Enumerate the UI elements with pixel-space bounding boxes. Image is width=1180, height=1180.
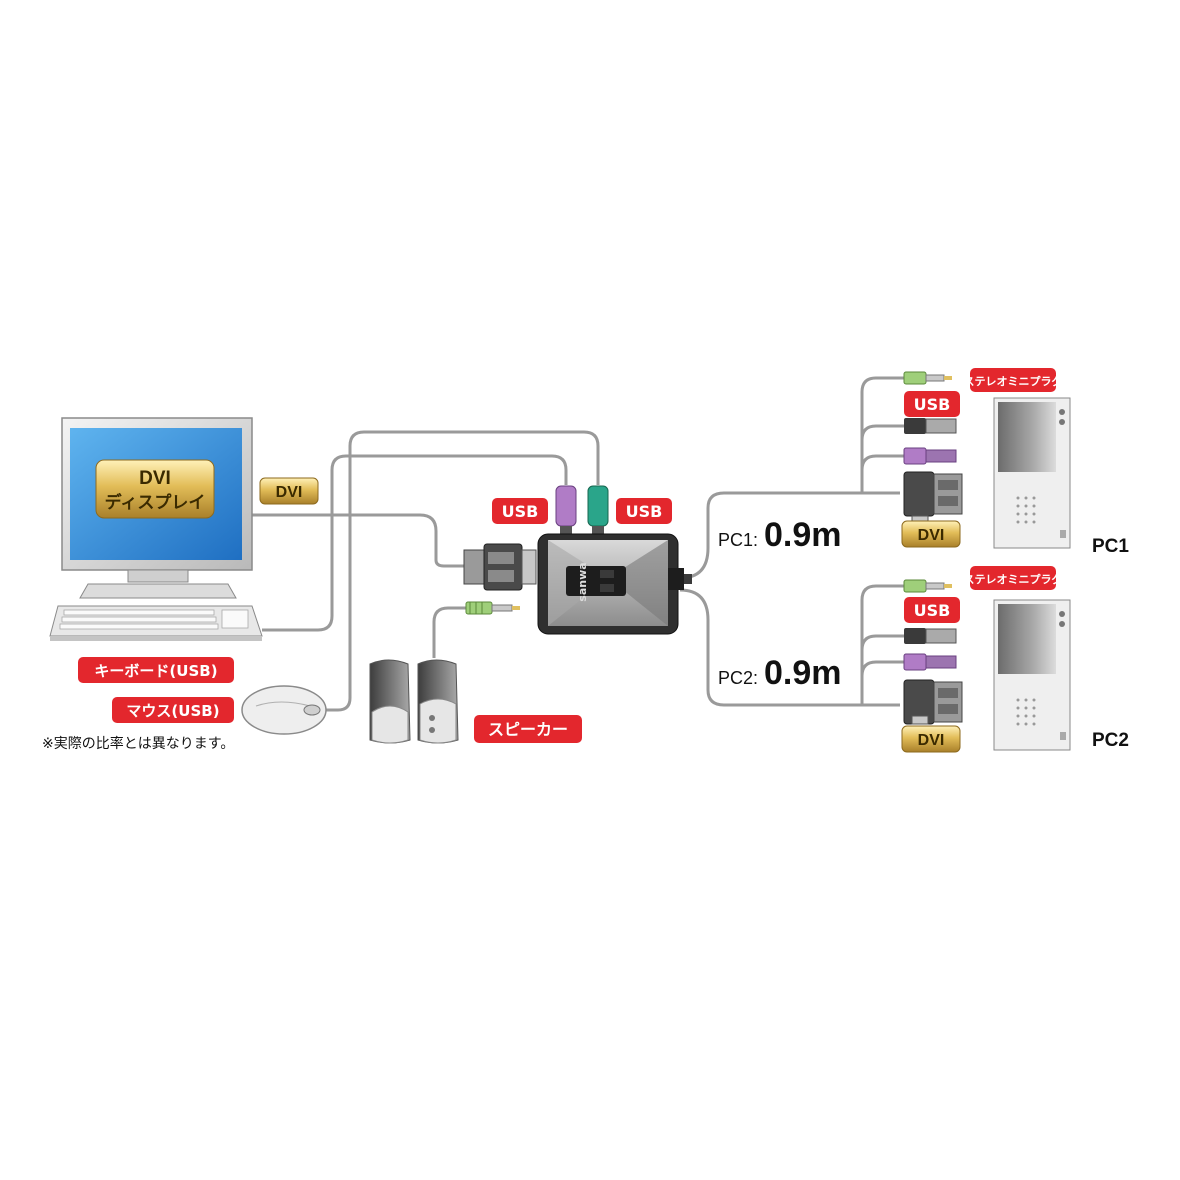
dvi-monitor-label-text: DVI (276, 484, 303, 501)
pc2-connectors (903, 579, 963, 725)
keyboard-label: キーボード(USB) (78, 657, 234, 683)
speakers-icon (369, 659, 459, 744)
pc2-dvi-label-text: DVI (918, 732, 945, 749)
pc2-usb-label-text: USB (914, 601, 951, 620)
pc2-name: PC2 (1092, 730, 1129, 751)
pc2-cable-length: PC2: 0.9m (718, 654, 842, 692)
pc1-dvi-label: DVI (901, 520, 961, 548)
pc2-cable-length-value: 0.9m (764, 654, 842, 692)
pc2-dvi-label: DVI (901, 725, 961, 753)
cables (252, 376, 906, 712)
pc1-stereo-label: ステレオミニプラグ (964, 368, 1063, 392)
pc1-cable-prefix: PC1: (718, 530, 758, 550)
pc1-cable-length-value: 0.9m (764, 516, 842, 554)
usb-left-label-text: USB (502, 502, 539, 521)
pc1-connectors (903, 371, 963, 525)
pc1-name: PC1 (1092, 536, 1129, 557)
keyboard-label-text: キーボード(USB) (94, 662, 217, 680)
speaker-label: スピーカー (474, 715, 582, 743)
pc1-ps2-plug-icon (903, 447, 957, 465)
monitor-label-display: ディスプレイ (105, 492, 206, 512)
usb-left-label: USB (492, 498, 548, 524)
pc1-usb-plug-icon (904, 418, 957, 434)
pc2-dvi-plug-icon (903, 679, 963, 725)
mouse-label: マウス(USB) (112, 697, 234, 723)
pc1-stereo-label-text: ステレオミニプラグ (964, 374, 1063, 388)
usb-plug-purple-icon (555, 485, 577, 538)
pc1-dvi-plug-icon (903, 471, 963, 525)
pc1-cable-length: PC1: 0.9m (718, 516, 842, 554)
dvi-monitor: DVI ディスプレイ (61, 417, 253, 599)
pc2-audio-plug-icon (903, 579, 952, 593)
pc2-usb-plug-icon (904, 628, 957, 644)
pc2-stereo-label: ステレオミニプラグ (964, 566, 1063, 590)
usb-right-label: USB (616, 498, 672, 524)
pc1-dvi-label-text: DVI (918, 527, 945, 544)
keyboard-icon (49, 605, 263, 641)
speaker-label-text: スピーカー (488, 720, 568, 739)
pc1-audio-plug-icon (903, 371, 952, 385)
mouse-label-text: マウス(USB) (126, 702, 219, 720)
pc1-tower-icon (993, 397, 1071, 549)
pc2-tower-icon (993, 599, 1071, 751)
pc2-usb-label: USB (904, 597, 960, 623)
switch-brand: sanwa (576, 562, 589, 601)
dvi-connector-icon (463, 543, 537, 591)
dvi-monitor-label: DVI (259, 477, 319, 505)
usb-right-label-text: USB (626, 502, 663, 521)
pc2-stereo-label-text: ステレオミニプラグ (964, 572, 1063, 586)
kvm-switch: sanwa (537, 533, 692, 635)
pc2-ps2-plug-icon (903, 653, 957, 671)
audio-plug-icon (465, 601, 520, 615)
pc1-usb-label: USB (904, 391, 960, 417)
usb-plug-green-icon (587, 485, 609, 538)
monitor-label-dvi: DVI (139, 468, 171, 489)
mouse-icon (241, 685, 327, 735)
pc2-cable-prefix: PC2: (718, 668, 758, 688)
scale-note: ※実際の比率とは異なります。 (42, 735, 234, 751)
pc1-usb-label-text: USB (914, 395, 951, 414)
